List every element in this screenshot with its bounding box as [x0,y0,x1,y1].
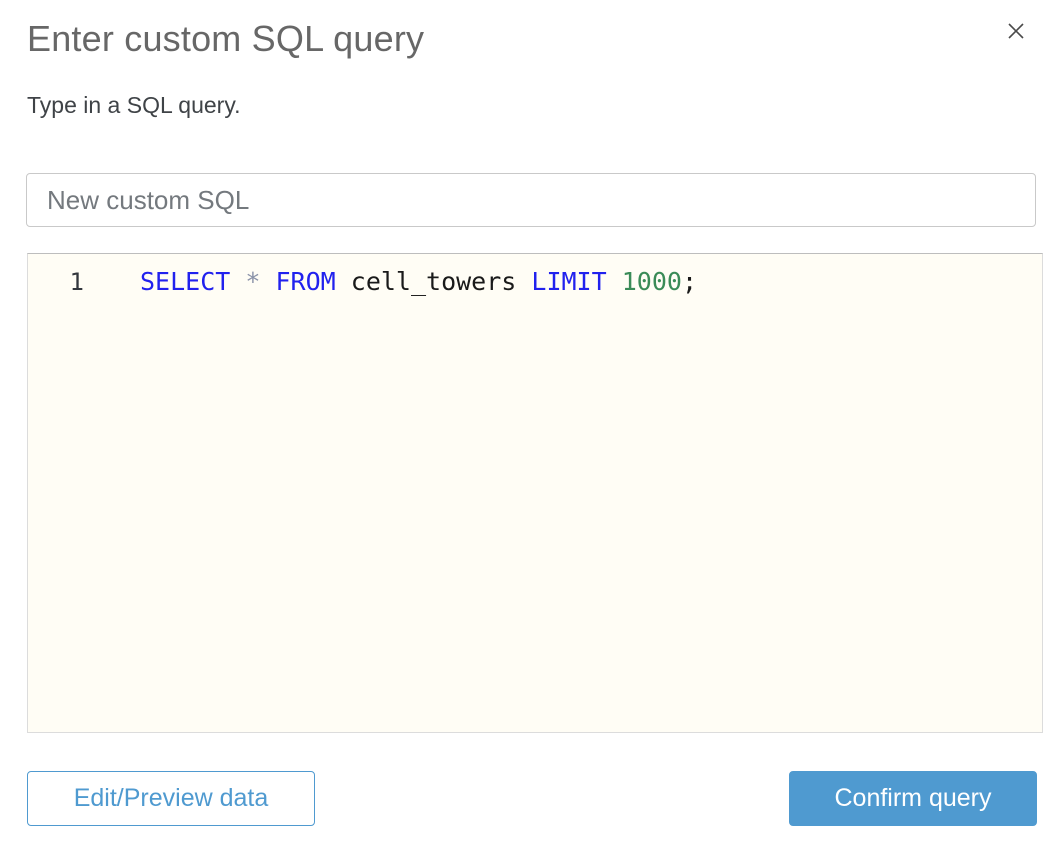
page-title: Enter custom SQL query [27,18,425,59]
sql-code-editor[interactable]: 1 SELECT * FROM cell_towers LIMIT 1000; [27,253,1043,733]
code-line-1: SELECT * FROM cell_towers LIMIT 1000; [140,267,697,296]
editor-line: 1 SELECT * FROM cell_towers LIMIT 1000; [28,254,1042,297]
edit-preview-data-button[interactable]: Edit/Preview data [27,771,315,826]
close-icon [1005,20,1027,42]
dialog-subtitle: Type in a SQL query. [27,92,241,118]
line-number-gutter: 1 [69,268,84,296]
confirm-query-button[interactable]: Confirm query [789,771,1037,826]
custom-sql-name-input[interactable] [26,173,1036,227]
close-button[interactable] [1001,16,1031,46]
